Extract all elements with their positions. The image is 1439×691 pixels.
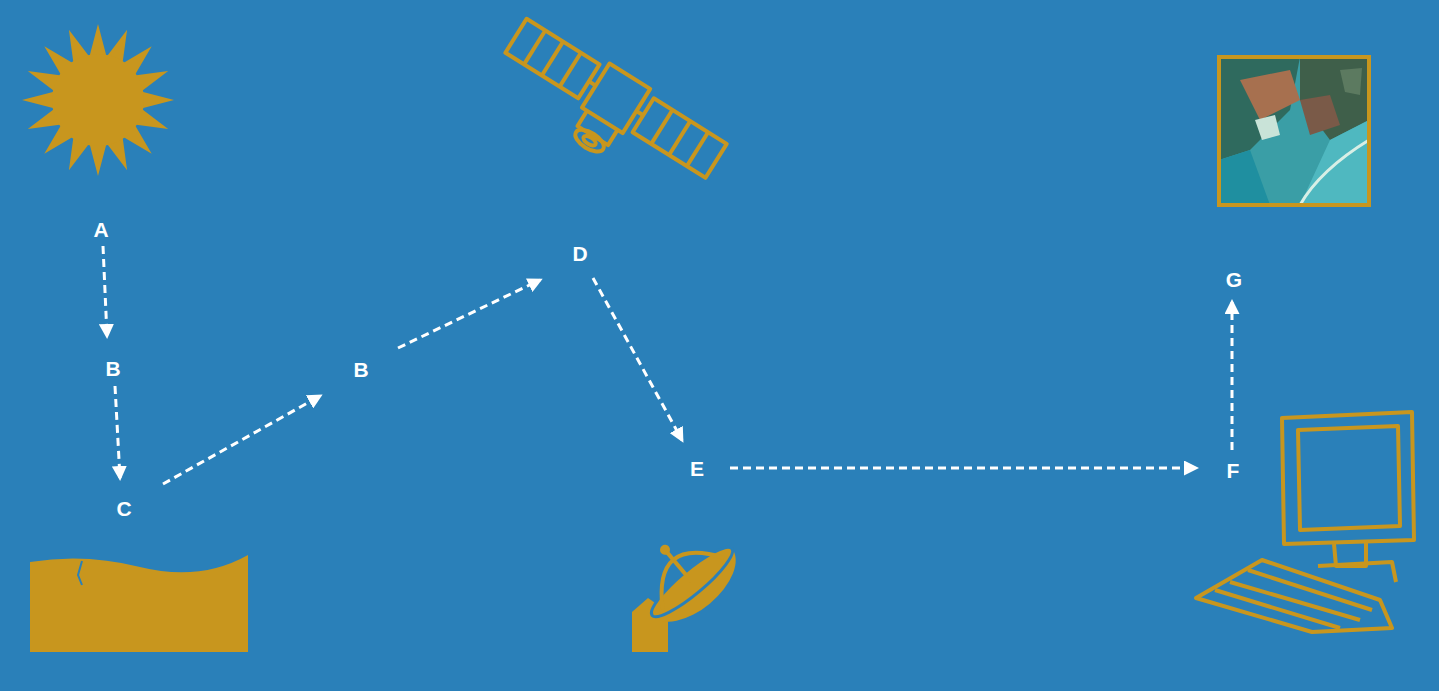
- computer-icon: [1196, 412, 1414, 632]
- step-letter: D: [572, 243, 587, 264]
- step-letter: C: [116, 498, 131, 519]
- step-letter: F: [1227, 460, 1240, 481]
- step-letter: G: [1226, 269, 1242, 290]
- receiving-dish-icon: [622, 513, 750, 652]
- flow-arrows: [103, 246, 1232, 484]
- sun-icon: [22, 24, 174, 176]
- step-letter: B: [105, 358, 120, 379]
- step-letter: A: [93, 219, 108, 240]
- step-letter: E: [690, 458, 704, 479]
- satellite-icon: [485, 14, 730, 210]
- step-letter: B: [353, 359, 368, 380]
- ground-icon: [30, 555, 248, 652]
- satellite-image-icon: [1219, 57, 1369, 205]
